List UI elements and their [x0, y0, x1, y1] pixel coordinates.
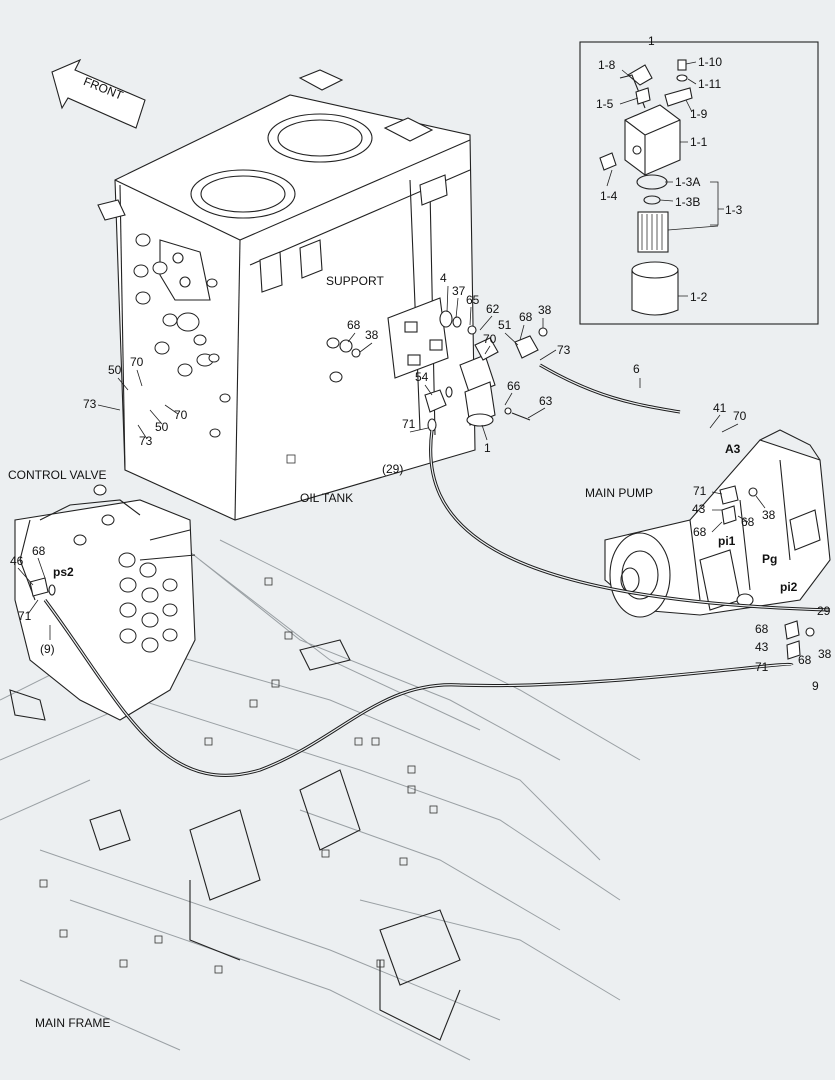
port-labels: ps2 pi1 pi2 Pg A3 — [53, 442, 798, 594]
port-ps2: ps2 — [53, 565, 74, 579]
oil-tank — [97, 69, 476, 521]
detail-label: 1-4 — [600, 189, 618, 203]
control-valve-label: CONTROL VALVE — [8, 468, 106, 482]
callout: 9 — [812, 679, 819, 693]
port-pg: Pg — [762, 552, 777, 566]
callout: 68 — [755, 622, 769, 636]
callout: 65 — [466, 293, 480, 307]
filter-detail-inset — [579, 41, 819, 325]
detail-label: 1-8 — [598, 58, 616, 72]
callout: 62 — [486, 302, 500, 316]
callout: 63 — [539, 394, 553, 408]
detail-title: 1 — [648, 34, 655, 48]
control-valve — [14, 484, 196, 721]
support-filter-assembly — [339, 297, 548, 432]
callout: 73 — [83, 397, 97, 411]
detail-label: 1-3 — [725, 203, 743, 217]
callout: 43 — [755, 640, 769, 654]
callout: 71 — [18, 609, 32, 623]
hoses — [43, 363, 831, 777]
main-pump-label: MAIN PUMP — [585, 486, 653, 500]
callout: (29) — [382, 462, 403, 476]
detail-label: 1-11 — [698, 77, 721, 91]
detail-label: 1-9 — [690, 107, 708, 121]
callout: 38 — [538, 303, 552, 317]
callout: 54 — [415, 370, 429, 384]
port-pi2: pi2 — [780, 580, 798, 594]
callout: 68 — [347, 318, 361, 332]
port-a3: A3 — [725, 442, 741, 456]
callout: 66 — [507, 379, 521, 393]
main-frame-drawing — [0, 519, 641, 1061]
callout: 46 — [10, 554, 24, 568]
callout: 68 — [32, 544, 46, 558]
callout: 68 — [519, 310, 533, 324]
callout: 4 — [440, 271, 447, 285]
callout: 38 — [762, 508, 776, 522]
callout: 70 — [483, 332, 497, 346]
callout: 68 — [798, 653, 812, 667]
callout: 37 — [452, 284, 466, 298]
tank-bosses — [133, 233, 343, 438]
main-frame-label: MAIN FRAME — [35, 1016, 110, 1030]
callout: 71 — [693, 484, 707, 498]
callout: 29 — [817, 604, 831, 618]
detail-label: 1-1 — [690, 135, 708, 149]
callout: 70 — [174, 408, 188, 422]
callout: 51 — [498, 318, 512, 332]
callout: 71 — [755, 660, 769, 674]
callout: 41 — [713, 401, 727, 415]
callout: 73 — [557, 343, 571, 357]
detail-label: 1-3A — [675, 175, 700, 189]
callouts: 4 37 65 62 68 38 51 73 70 54 66 63 71 1 … — [10, 271, 832, 693]
detail-label: 1-2 — [690, 290, 708, 304]
callout: 1 — [484, 441, 491, 455]
oil-tank-label: OIL TANK — [300, 491, 353, 505]
detail-label: 1-5 — [596, 97, 614, 111]
callout: 6 — [633, 362, 640, 376]
front-arrow: FRONT — [51, 58, 146, 129]
callout: 38 — [818, 647, 832, 661]
frame-bolts — [39, 577, 438, 974]
callout: 68 — [693, 525, 707, 539]
detail-label: 1-3B — [675, 195, 700, 209]
callout: 43 — [692, 502, 706, 516]
callout: 50 — [155, 420, 169, 434]
callout: 50 — [108, 363, 122, 377]
callout: 70 — [733, 409, 747, 423]
callout: (9) — [40, 642, 55, 656]
callout: 70 — [130, 355, 144, 369]
support-label: SUPPORT — [326, 274, 384, 288]
detail-label: 1-10 — [698, 55, 722, 69]
port-pi1: pi1 — [718, 534, 736, 548]
callout: 71 — [402, 417, 416, 431]
main-pump — [604, 429, 831, 660]
callout: 38 — [365, 328, 379, 342]
callout: 73 — [139, 434, 153, 448]
area-labels: SUPPORT OIL TANK CONTROL VALVE MAIN PUMP… — [8, 274, 653, 1030]
valve-spools — [73, 484, 178, 653]
detail-labels: 1 1-8 1-10 1-11 1-5 1-9 1-1 1-4 1-3A 1-3… — [596, 34, 743, 304]
